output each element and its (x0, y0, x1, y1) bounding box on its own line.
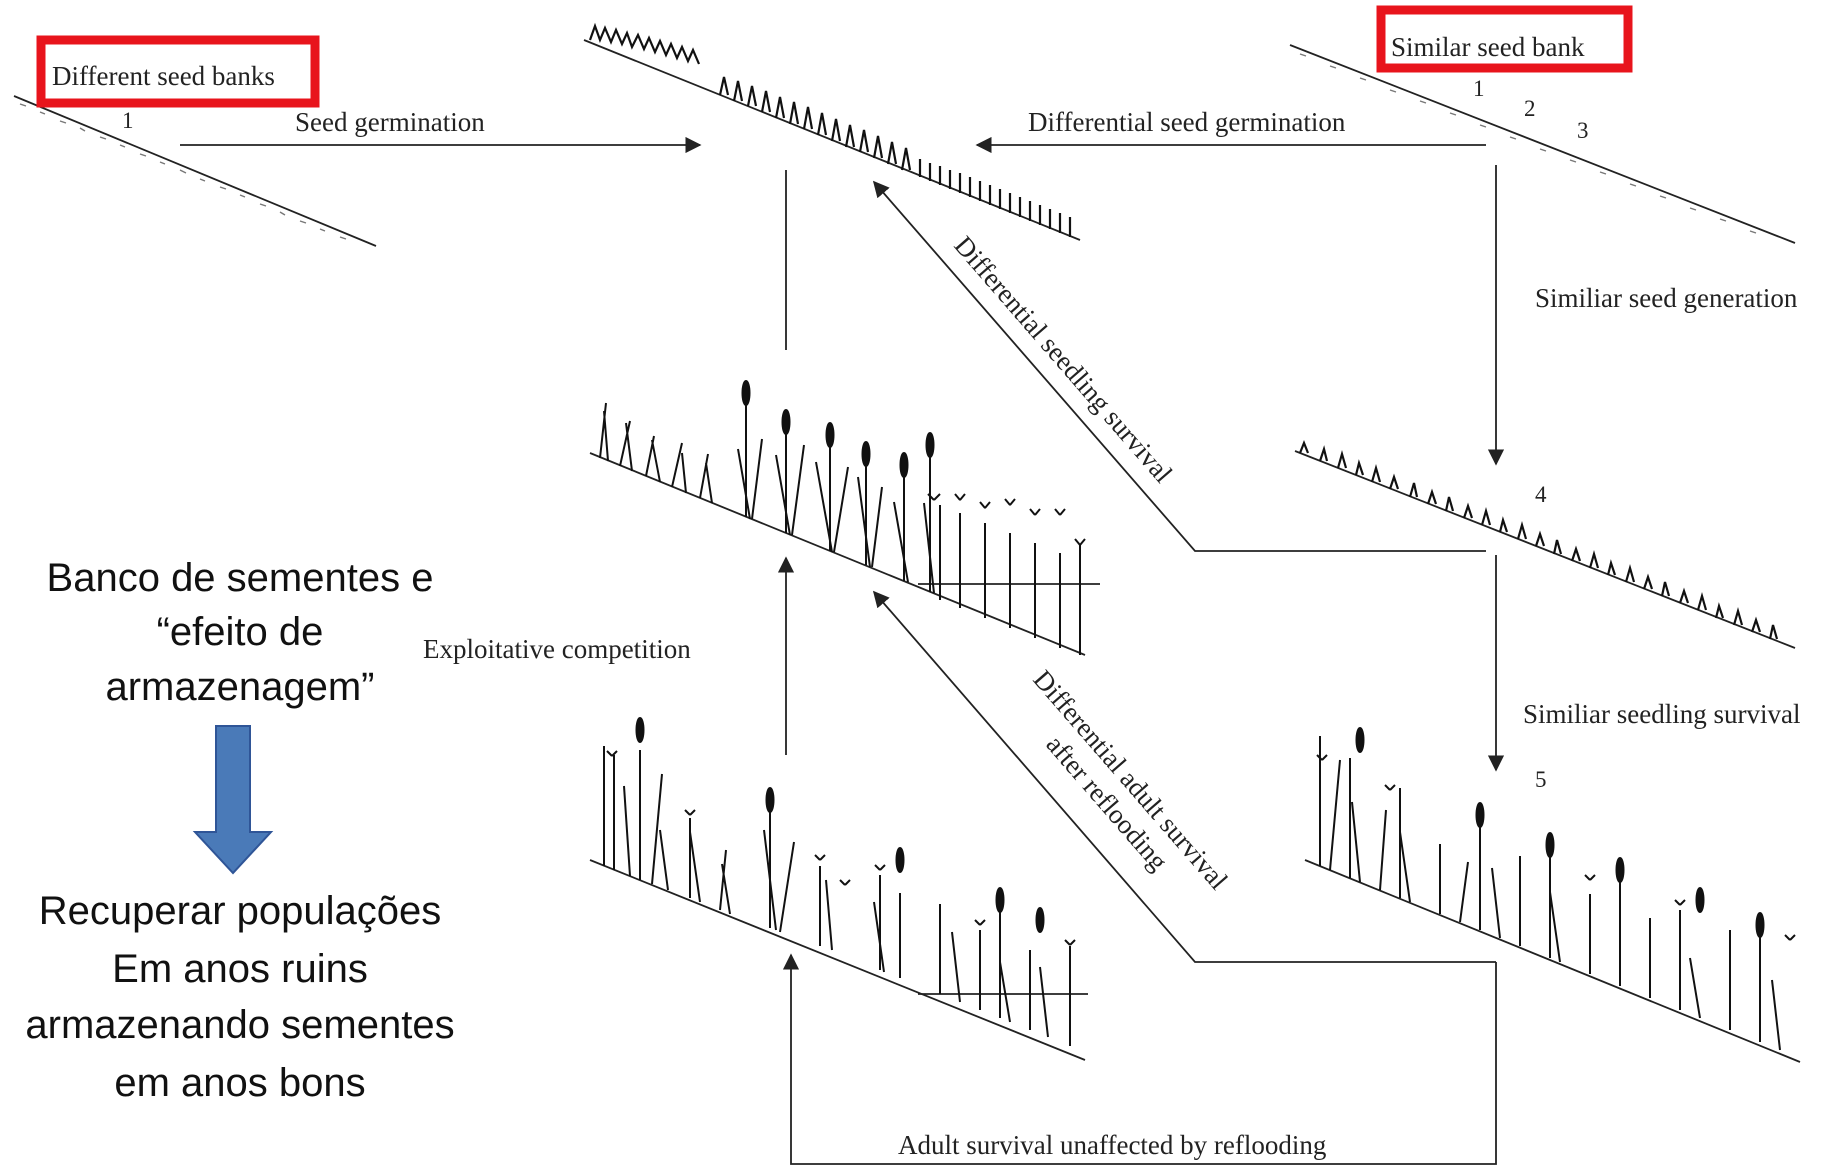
side-text-line-4: Recuperar populações (39, 889, 441, 933)
label-similar-seed-generation: Similiar seed generation (1535, 283, 1798, 313)
label-differential-adult-survival: Differential adult survival (1027, 664, 1233, 895)
slope-top-right (1289, 44, 1796, 244)
highlight-box-similar-seed-bank (1376, 5, 1633, 73)
slope-bottom-center (589, 859, 1088, 1061)
label-differential-seedling-survival: Differential seedling survival (948, 230, 1178, 488)
vegetation-bottom-center (603, 717, 1076, 1046)
side-text-line-6: armazenando sementes (25, 1003, 454, 1047)
number-1-right: 1 (1473, 76, 1485, 101)
highlight-box-different-seed-banks (36, 35, 320, 108)
number-3: 3 (1577, 118, 1589, 143)
number-4: 4 (1535, 482, 1547, 507)
vegetation-middle-center (599, 380, 1086, 655)
label-exploitative-competition: Exploitative competition (423, 634, 691, 664)
arrow-differential-adult-survival (872, 590, 1496, 963)
slope-top-left (13, 95, 377, 247)
side-text-line-7: em anos bons (114, 1061, 365, 1105)
side-text-line-2: “efeito de (157, 610, 324, 654)
label-differential-seed-germination: Differential seed germination (1028, 107, 1346, 137)
label-similar-seed-bank: Similar seed bank (1391, 32, 1585, 62)
vegetation-bottom-right (1316, 727, 1796, 1051)
number-2: 2 (1524, 96, 1536, 121)
label-seed-germination: Seed germination (295, 107, 485, 137)
label-different-seed-banks: Different seed banks (52, 61, 275, 91)
down-arrow-icon (192, 725, 274, 875)
label-adult-survival-unaffected: Adult survival unaffected by reflooding (898, 1130, 1326, 1160)
side-text-line-5: Em anos ruins (112, 947, 368, 991)
side-text-line-1: Banco de sementes e (47, 556, 434, 600)
number-1-left: 1 (122, 108, 134, 133)
seedlings-middle-right (1298, 440, 1779, 640)
number-5: 5 (1535, 767, 1547, 792)
label-similar-seedling-survival: Similiar seedling survival (1523, 699, 1800, 729)
seedlings-top-center (588, 22, 1072, 237)
slope-middle-right (1294, 450, 1796, 649)
side-text-line-3: armazenagem” (105, 665, 374, 709)
slope-bottom-right (1304, 859, 1801, 1063)
arrow-adult-survival-unaffected (782, 953, 1497, 1165)
arrow-differential-seedling-survival (872, 180, 1486, 552)
